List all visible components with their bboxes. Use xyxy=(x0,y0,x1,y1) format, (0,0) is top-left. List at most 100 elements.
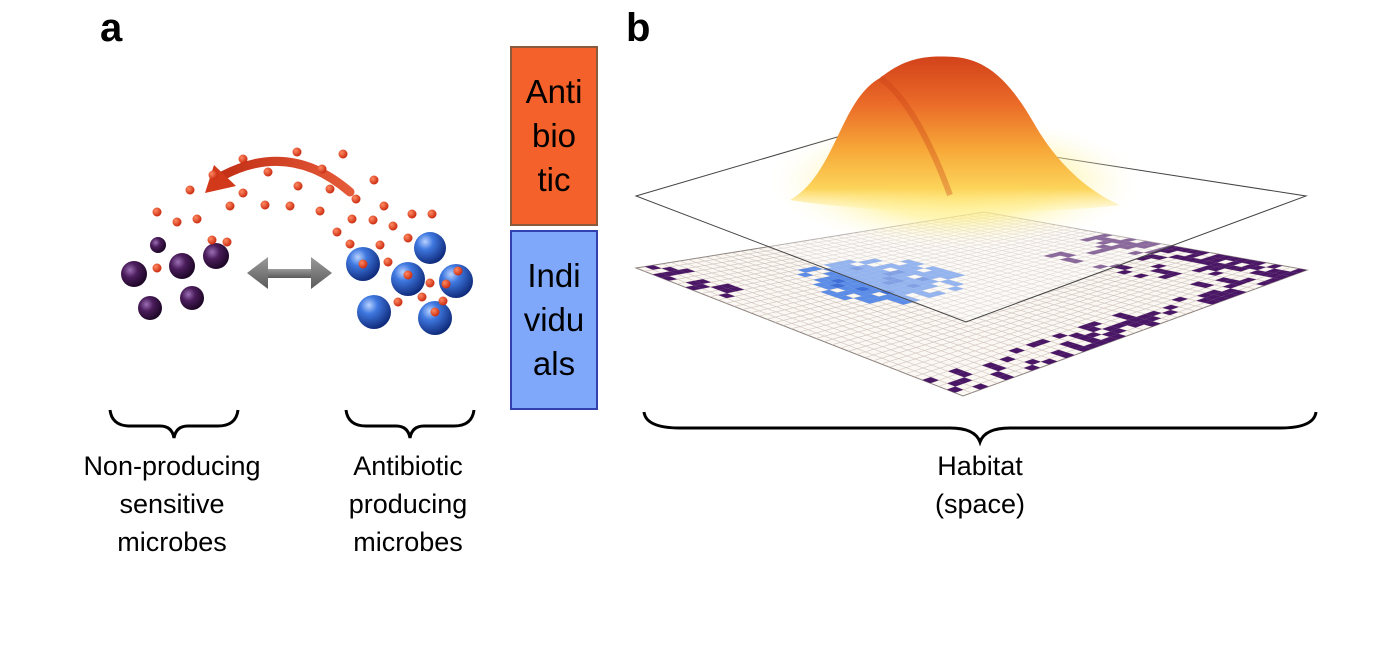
sensitive-cell xyxy=(1095,240,1113,245)
producer-cell xyxy=(857,260,875,265)
producer-cell xyxy=(924,266,942,271)
sensitive-cell xyxy=(1058,341,1076,347)
sensitive-cell xyxy=(1079,237,1096,242)
producer-cell xyxy=(895,294,913,300)
sensitive-cell xyxy=(1135,319,1153,325)
producer-cell xyxy=(863,284,880,290)
producer-cell xyxy=(880,280,898,286)
producer-cell xyxy=(915,272,932,277)
sensitive-cell xyxy=(946,386,964,393)
sensitive-cell xyxy=(1087,235,1105,240)
sensitive-cell xyxy=(719,283,737,289)
sensitive-cell xyxy=(1196,292,1214,298)
sensitive-cell xyxy=(1192,259,1209,264)
producer-cell xyxy=(922,279,940,284)
panel-letter-a: a xyxy=(100,6,123,50)
sensitive-cell xyxy=(1051,333,1069,339)
sensitive-cell xyxy=(1233,258,1251,263)
sensitive-cell xyxy=(1040,358,1058,365)
antibiotic-particles xyxy=(152,147,463,317)
sensitive-cell xyxy=(955,377,973,384)
producer-cell xyxy=(923,270,941,275)
producer-cell xyxy=(848,266,866,271)
producer-cell xyxy=(940,270,958,276)
producer-cell xyxy=(903,297,921,303)
producer-cell xyxy=(872,278,890,283)
producer-cell xyxy=(861,298,879,304)
sensitive-cell xyxy=(1150,264,1167,269)
producer-cell xyxy=(939,279,957,285)
producer-cell xyxy=(821,276,839,281)
producer-cell xyxy=(870,296,888,302)
sensitive-cell xyxy=(1103,238,1121,243)
sensitive-cell xyxy=(1214,277,1232,283)
sensitive-cell xyxy=(1157,274,1174,279)
sensitive-cell xyxy=(1144,316,1162,322)
producer-cell xyxy=(896,285,914,291)
sensitive-cell xyxy=(1025,341,1043,348)
producer-cell xyxy=(837,290,854,296)
sensitive-cell xyxy=(1058,352,1075,359)
sensitive-cell xyxy=(1266,264,1283,269)
sensitive-cell xyxy=(1085,326,1103,333)
producer-cell xyxy=(873,269,891,274)
grid-line xyxy=(897,258,1243,371)
sensitive-cell xyxy=(1248,270,1266,275)
sensitive-cell xyxy=(1127,250,1144,255)
sensitive-cell xyxy=(1076,335,1093,341)
producer-cell xyxy=(921,293,938,298)
producer-cell xyxy=(888,283,906,288)
sensitive-cell xyxy=(1205,289,1223,295)
producer-cell xyxy=(829,283,847,288)
sensitive-cell xyxy=(1127,316,1145,323)
sensitive-cell xyxy=(1197,283,1215,288)
producer-cell xyxy=(899,259,917,264)
grid-line xyxy=(836,235,1161,324)
sensitive-cell xyxy=(1132,273,1150,279)
sensitive-cell xyxy=(660,276,678,281)
sensitive-cell xyxy=(1241,259,1259,265)
producer-cell xyxy=(857,264,874,269)
producer-cell xyxy=(908,261,925,266)
sensitive-cell xyxy=(1109,333,1127,340)
producer-cell xyxy=(821,280,839,286)
sensitive-cell xyxy=(1095,237,1113,241)
sensitive-cell xyxy=(1273,270,1291,275)
sensitive-cell xyxy=(1085,321,1103,327)
sensitive-cell xyxy=(1110,328,1127,334)
grid-line xyxy=(889,256,1235,368)
sensitive-cell xyxy=(669,269,687,275)
producer-cell xyxy=(923,274,940,280)
sensitive-cell xyxy=(981,362,999,369)
sensitive-cell xyxy=(1068,332,1085,339)
producer-cell xyxy=(890,269,907,275)
caption-line: Non-producing xyxy=(83,451,261,481)
sensitive-cell xyxy=(1120,241,1137,246)
grid-line xyxy=(856,250,1203,355)
grid-line xyxy=(848,249,1195,352)
producer-cell xyxy=(806,266,823,271)
legend-label-line: bio xyxy=(531,117,577,154)
sensitive-cell xyxy=(1111,244,1129,248)
producer-cell xyxy=(837,285,855,291)
producer-cell xyxy=(845,288,863,294)
sensitive-cell xyxy=(1096,233,1114,238)
producer-cell xyxy=(872,273,890,279)
sensitive-cell xyxy=(990,365,1007,372)
sensitive-cell xyxy=(1221,293,1239,299)
sensitive-cell xyxy=(1193,251,1211,256)
producer-cell xyxy=(829,278,847,284)
sensitive-cell xyxy=(1024,358,1041,365)
producer-cell xyxy=(855,277,873,283)
sensitive-cell xyxy=(1171,296,1189,302)
sensitive-cell xyxy=(1168,254,1185,259)
sensitive-cell xyxy=(1102,246,1120,251)
sensitive-cell xyxy=(1144,242,1162,247)
grid-line xyxy=(815,243,1162,339)
producer-cell xyxy=(840,259,858,264)
sensitive-cell xyxy=(1225,256,1243,262)
producer-cell xyxy=(888,287,905,293)
producer-cell xyxy=(838,281,855,286)
sensitive-cell xyxy=(1134,256,1152,261)
sensitive-cell xyxy=(1209,254,1227,259)
